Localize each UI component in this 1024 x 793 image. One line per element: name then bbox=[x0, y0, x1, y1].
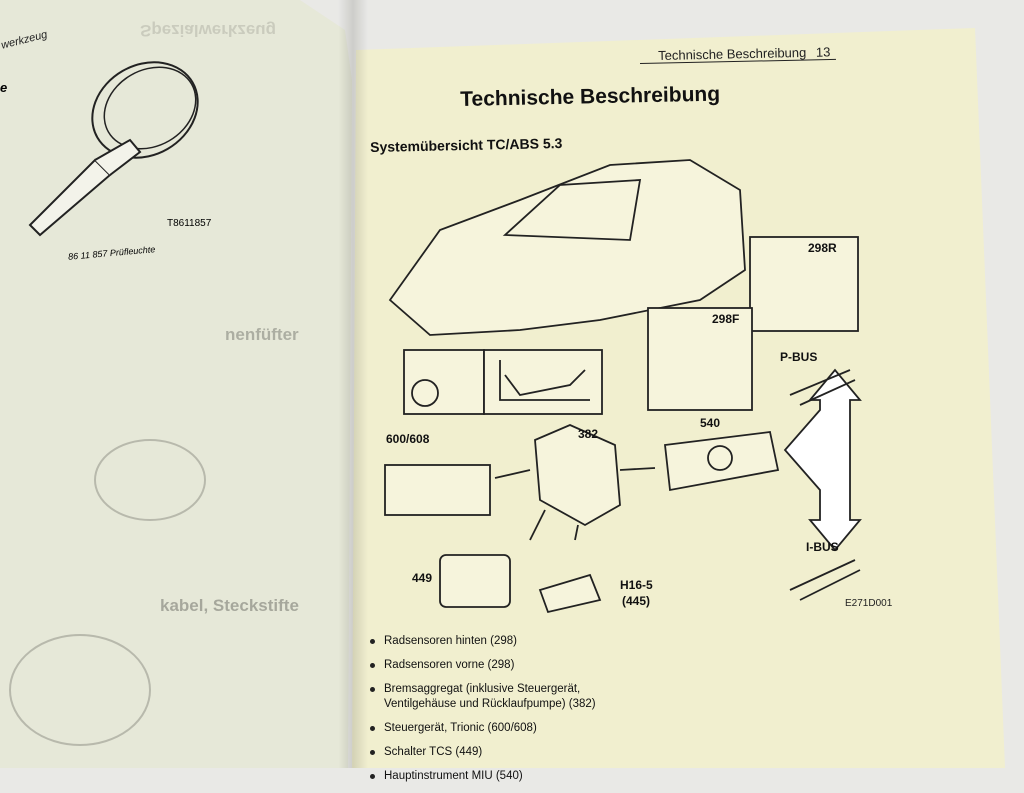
test-lamp-illustration bbox=[9, 61, 206, 746]
instrument-540 bbox=[664, 431, 780, 492]
left-heading-fragment: e bbox=[0, 80, 8, 95]
label-449: 449 bbox=[412, 571, 433, 585]
label-pbus: P-BUS bbox=[780, 350, 818, 364]
label-600-608: 600/608 bbox=[386, 432, 430, 446]
bleed-through-text: kabel, Steckstifte bbox=[160, 596, 299, 615]
list-item: Hauptinstrument MIU (540) bbox=[368, 769, 624, 784]
label-h16-5: H16-5 bbox=[620, 578, 653, 592]
car-outline bbox=[388, 159, 746, 336]
list-item: Radsensoren vorne (298) bbox=[368, 658, 624, 673]
tool-code: T8611857 bbox=[167, 218, 212, 229]
ecu-600-608 bbox=[384, 464, 491, 516]
front-sensor-box bbox=[647, 307, 753, 411]
system-diagram bbox=[384, 159, 862, 614]
left-page bbox=[0, 0, 352, 768]
list-item: Radsensoren hinten (298) bbox=[368, 634, 624, 649]
bus-arrow bbox=[783, 368, 862, 552]
brake-unit-382 bbox=[534, 424, 621, 527]
connector-h16-5 bbox=[538, 573, 602, 614]
bleed-through-text: nenfüfter bbox=[225, 325, 299, 344]
figure-code: E271D001 bbox=[845, 598, 893, 609]
label-298r: 298R bbox=[808, 241, 837, 255]
label-298f: 298F bbox=[712, 312, 740, 326]
switch-449 bbox=[439, 554, 511, 608]
wheel-speed-box bbox=[403, 349, 485, 415]
list-item: Steuergerät, Trionic (600/608) bbox=[368, 721, 624, 736]
label-445: (445) bbox=[622, 594, 651, 608]
label-382: 382 bbox=[578, 427, 599, 441]
speed-graph-box bbox=[483, 349, 603, 415]
book-gutter bbox=[338, 0, 368, 768]
rear-sensor-box bbox=[749, 236, 859, 332]
component-list: Radsensoren hinten (298) Radsensoren vor… bbox=[368, 634, 624, 793]
label-ibus: I-BUS bbox=[806, 540, 839, 554]
list-item: Schalter TCS (449) bbox=[368, 745, 624, 760]
label-540: 540 bbox=[700, 416, 721, 430]
list-item: Bremsaggregat (inklusive Steuergerät, Ve… bbox=[368, 682, 624, 712]
